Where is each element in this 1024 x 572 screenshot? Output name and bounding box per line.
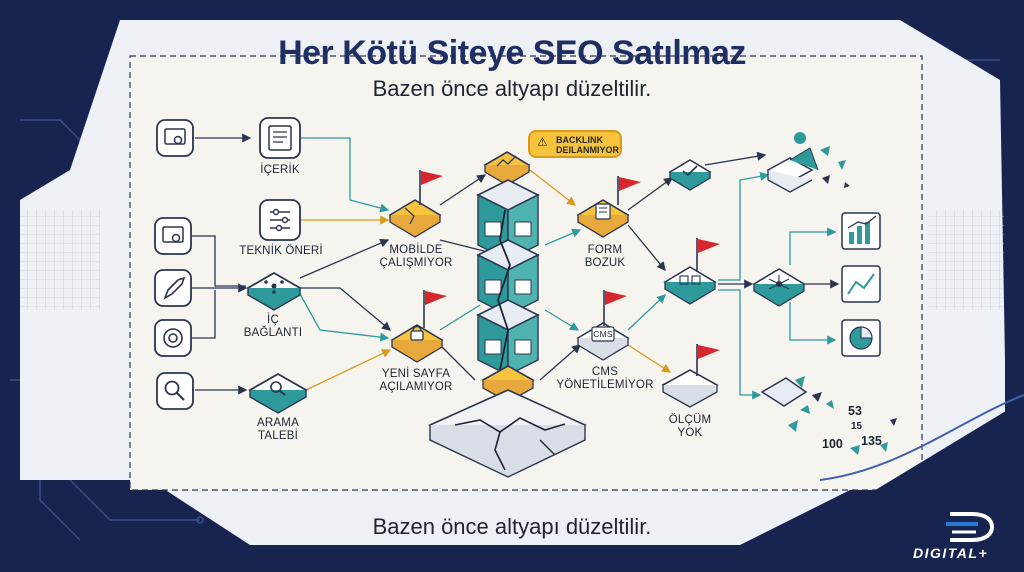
backlink-alert-badge: ⚠ BACKLINK DEILANMIYOR	[528, 130, 622, 158]
brand-name: DIGITAL+	[913, 545, 989, 561]
footer-subtitle: Bazen önce altyapı düzeltilir.	[372, 514, 652, 539]
label-measure: ÖLÇÜM YOK	[655, 414, 725, 440]
label-content: İÇERİK	[260, 164, 300, 176]
alert-line1: BACKLINK	[556, 135, 603, 145]
shattered-tile-icon	[760, 376, 897, 455]
empty-tile-icon	[661, 369, 719, 408]
red-flag-icon	[696, 344, 720, 376]
label-cms-line1: CMS	[591, 366, 619, 378]
warning-icon: ⚠	[537, 135, 548, 149]
network-hub-icon	[752, 268, 806, 307]
cracked-tile-icon	[388, 199, 442, 238]
label-newpage-line1: YENİ SAYFA	[381, 368, 451, 380]
label-measure-line1: ÖLÇÜM	[668, 414, 712, 426]
corner-swoosh	[740, 400, 1024, 572]
label-mobile-line2: ÇALIŞMIYOR	[379, 257, 453, 269]
grid-right	[928, 210, 1004, 310]
label-cms-line2: YÖNETİLEMİYOR	[556, 379, 654, 391]
label-search-line1: ARAMA	[257, 417, 299, 429]
label-link-line2: BAĞLANTI	[243, 327, 303, 339]
label-link-line1: İÇ	[267, 314, 279, 326]
label-link: İÇ BAĞLANTI	[238, 314, 308, 340]
link-hub-icon	[246, 271, 302, 311]
sliders-icon	[259, 199, 301, 241]
cms-tile-icon	[576, 322, 630, 361]
grid-left	[20, 210, 100, 310]
cms-icon-label: CMS	[593, 329, 613, 339]
line-chart-icon	[841, 265, 881, 303]
brand-logo-icon	[946, 512, 995, 542]
magnifier-icon	[156, 372, 194, 410]
metric-value: 100	[822, 437, 843, 451]
page-subtitle: Bazen önce altyapı düzeltilir.	[372, 76, 652, 101]
lock-tile-icon	[390, 324, 444, 363]
label-mobile: MOBİLDE ÇALIŞMIYOR	[370, 244, 462, 270]
label-newpage-line2: AÇILAMIYOR	[379, 381, 453, 393]
check-tile-icon	[668, 159, 712, 191]
red-flag-icon	[696, 238, 720, 272]
form-tile-icon	[576, 199, 630, 238]
label-form-line2: BOZUK	[584, 257, 626, 269]
label-form: FORM BOZUK	[570, 244, 640, 270]
browser-search-icon	[156, 119, 194, 157]
red-flag-icon	[617, 176, 641, 205]
bar-chart-icon	[841, 212, 881, 250]
label-measure-line2: YOK	[677, 427, 703, 439]
metric-value: 53	[848, 404, 862, 418]
metric-value: 135	[861, 434, 882, 448]
pie-chart-icon	[841, 319, 881, 357]
label-form-line1: FORM	[587, 244, 623, 256]
database-tile-icon	[663, 266, 717, 305]
label-search: ARAMA TALEBİ	[243, 417, 313, 443]
label-cms: CMS YÖNETİLEMİYOR	[555, 366, 655, 392]
label-search-line2: TALEBİ	[258, 430, 298, 442]
cracked-tower-icon	[428, 179, 587, 478]
red-flag-icon	[423, 290, 447, 328]
search-tile-icon	[248, 372, 308, 414]
browser-search-icon	[154, 217, 192, 255]
connectors	[192, 133, 840, 400]
page-title: Her Kötü Siteye SEO Satılmaz	[278, 34, 746, 72]
label-newpage: YENİ SAYFA AÇILAMIYOR	[370, 368, 462, 394]
rocket-icon	[154, 269, 192, 307]
red-flag-icon	[603, 290, 627, 326]
label-technical: TEKNİK ÖNERİ	[239, 245, 323, 257]
alert-line2: DEILANMIYOR	[556, 145, 619, 155]
label-mobile-line1: MOBİLDE	[389, 244, 443, 256]
shattered-chart-icon	[766, 132, 850, 193]
metric-value: 15	[851, 421, 863, 432]
red-flag-icon	[419, 170, 443, 205]
document-icon	[259, 117, 301, 159]
target-icon	[154, 319, 192, 357]
